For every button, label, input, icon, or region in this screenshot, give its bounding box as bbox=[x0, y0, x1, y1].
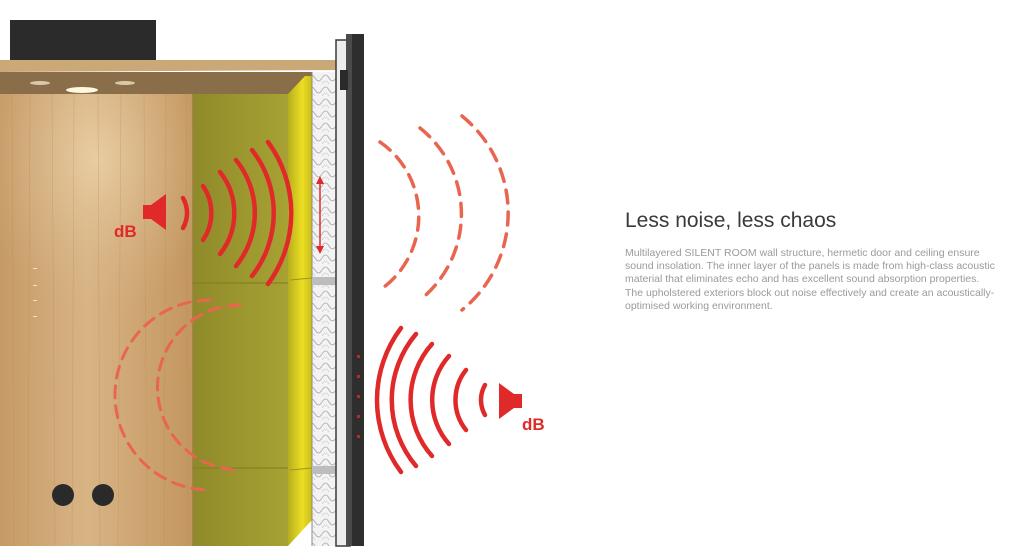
ceiling-plank bbox=[0, 60, 345, 72]
feature-copy: Less noise, less chaos Multilayered SILE… bbox=[625, 208, 995, 313]
section-description: Multilayered SILENT ROOM wall structure,… bbox=[625, 247, 995, 312]
ceiling-lamp bbox=[66, 87, 98, 93]
frame-hinge bbox=[357, 355, 360, 438]
speaker-icon bbox=[499, 383, 522, 419]
insulation-thickness-arrow-icon bbox=[316, 176, 324, 254]
door-knob-icon bbox=[92, 484, 114, 506]
ceiling-lamp bbox=[115, 81, 135, 85]
outside-sound-waves bbox=[374, 325, 488, 475]
wall-cross-section-illustration: dB dB bbox=[0, 20, 545, 547]
insulation-foam-layer bbox=[312, 72, 336, 546]
outer-panel-face bbox=[346, 34, 352, 546]
felt-corner-panel bbox=[288, 76, 312, 546]
outside-db-label: dB bbox=[522, 415, 545, 434]
inside-db-label: dB bbox=[114, 222, 137, 241]
felt-seam bbox=[289, 467, 313, 471]
door-knob-icon bbox=[52, 484, 74, 506]
section-heading: Less noise, less chaos bbox=[625, 209, 837, 232]
outer-panel-edge bbox=[350, 34, 364, 546]
inside-sound-waves bbox=[180, 139, 294, 287]
absorbed-sound-waves bbox=[113, 298, 242, 492]
door-marks bbox=[33, 268, 37, 317]
wall-bracket bbox=[312, 466, 336, 474]
wall-bracket bbox=[312, 277, 336, 285]
ceiling-lamp bbox=[30, 81, 50, 85]
wood-grain bbox=[11, 93, 189, 547]
outside-dashed-waves bbox=[378, 114, 510, 312]
acoustic-felt-panel bbox=[193, 94, 288, 546]
felt-seam bbox=[289, 277, 313, 281]
speaker-icon bbox=[143, 194, 166, 230]
ceiling-light-box bbox=[10, 20, 156, 60]
